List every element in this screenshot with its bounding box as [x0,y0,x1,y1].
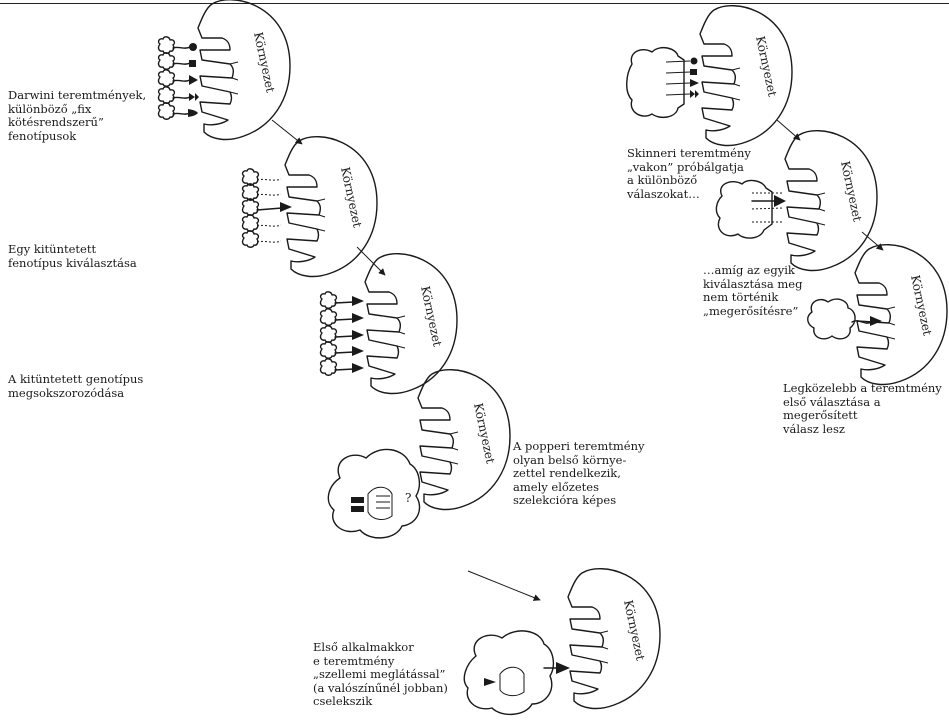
env-label-skinner-1: Környezet [753,35,780,98]
env-label-darwin-1: Környezet [251,31,278,94]
darwin-environment-2 [285,137,377,277]
label-darwinian-creatures: Darwini teremtmények, különböző „fix köt… [8,88,147,143]
darwin-environment-1 [198,0,290,139]
skinner-creature-3 [807,298,882,340]
label-popperian-creature: A popperi teremtmény olyan belső környe-… [513,439,645,507]
darwin-creatures-row [157,36,199,120]
popper-environment [418,370,510,510]
darwin-multiplied-row [319,291,364,376]
label-phenotype-selection: Egy kitüntetett fenotípus kiválasztása [8,242,137,270]
darwin-selection-row [241,168,292,248]
darwin-environment-3 [365,254,457,394]
arrow-darwin-1 [271,119,303,145]
arrow-darwin-2 [356,246,386,276]
env-label-skinner-2: Környezet [838,160,865,223]
env-label-skinner-3: Környezet [908,274,935,337]
skinner-creature-1 [626,46,699,119]
skinner-environment-1 [700,6,792,146]
arrow-skinner-2 [861,231,884,251]
insight-creature [463,630,570,715]
skinner-environment-2 [785,131,877,271]
env-label-darwin-3: Környezet [418,285,445,348]
skinner-environment-3 [855,245,947,385]
popper-creature [327,448,421,539]
skinner-creature-2 [715,179,786,239]
label-first-occasions: Első alkalmakkor e teremtmény „szellemi … [313,640,448,708]
env-label-darwin-2: Környezet [338,166,365,229]
label-genotype-multiplication: A kitüntetett genotípus megsokszorozódás… [8,372,144,400]
env-label-popper: Környezet [471,402,498,465]
env-label-insight: Környezet [621,599,648,662]
label-skinnerian-creature: Skinneri teremtmény „vakon” próbálgatja … [627,146,751,201]
top-rule [0,3,949,4]
popper-question-mark: ? [405,491,411,505]
label-next-choice: Legközelebb a teremtmény első választása… [783,381,942,436]
arrow-popper [467,570,541,601]
label-reinforcement: …amíg az egyik kiválasztása meg nem tört… [703,263,803,318]
insight-environment [568,569,660,709]
